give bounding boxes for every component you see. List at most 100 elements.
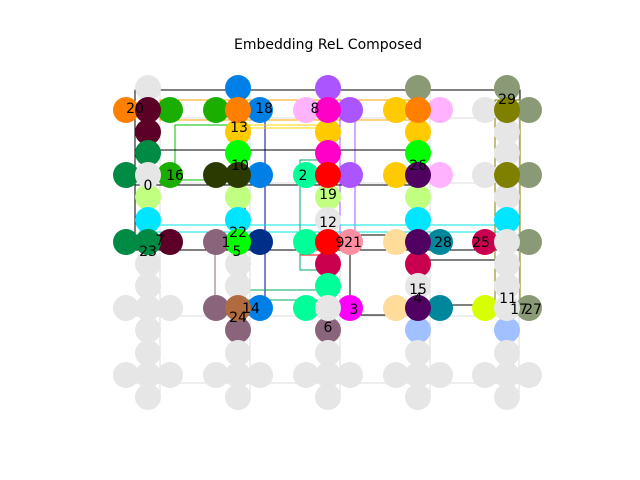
embedding-node (135, 251, 161, 277)
node-label: 29 (498, 92, 516, 108)
embedding-node (405, 140, 431, 166)
embedding-node (494, 295, 520, 321)
embedding-node (225, 75, 251, 101)
embedding-node (494, 384, 520, 410)
node-label: 17 (510, 302, 528, 318)
embedding-node (315, 251, 341, 277)
embedding-node (135, 384, 161, 410)
embedding-node (315, 207, 341, 233)
embedding-node (383, 295, 409, 321)
embedding-node (494, 362, 520, 388)
embedding-node (472, 362, 498, 388)
node-label: 9 (336, 235, 345, 251)
embedding-node (315, 340, 341, 366)
node-label: 23 (139, 244, 157, 260)
embedding-node (405, 97, 431, 123)
embedding-node (315, 384, 341, 410)
embedding-node (516, 162, 542, 188)
embedding-node (427, 229, 453, 255)
embedding-node (337, 162, 363, 188)
embedding-node (247, 229, 273, 255)
node-label: 1 (222, 235, 231, 251)
embedding-node (472, 229, 498, 255)
node-label: 13 (230, 120, 248, 136)
node-label: 6 (324, 320, 333, 336)
node-label: 2 (299, 168, 308, 184)
embedding-node (135, 317, 161, 343)
embedding-node (135, 75, 161, 101)
embedding-node (337, 295, 363, 321)
embedding-node (225, 317, 251, 343)
embedding-node (405, 362, 431, 388)
node-label: 19 (319, 187, 337, 203)
embedding-node (203, 162, 229, 188)
embedding-node (472, 295, 498, 321)
embedding-node (472, 162, 498, 188)
node-label: 4 (414, 291, 423, 307)
embedding-node (405, 340, 431, 366)
node-label: 11 (499, 291, 517, 307)
embedding-node (225, 340, 251, 366)
embedding-node (135, 362, 161, 388)
node-label: 10 (231, 158, 249, 174)
node-label: 8 (311, 101, 320, 117)
embedding-node (135, 273, 161, 299)
embedding-node (337, 229, 363, 255)
embedding-node (157, 97, 183, 123)
embedding-node (293, 229, 319, 255)
embedding-node (135, 207, 161, 233)
embedding-node (225, 140, 251, 166)
embedding-node (337, 97, 363, 123)
embedding-node (405, 207, 431, 233)
embedding-node (405, 384, 431, 410)
embedding-node (247, 97, 273, 123)
node-label: 0 (144, 178, 153, 194)
embedding-node (135, 184, 161, 210)
embedding-node (472, 97, 498, 123)
embedding-node (113, 295, 139, 321)
node-label: 14 (242, 301, 260, 317)
embedding-node (247, 362, 273, 388)
embedding-node (315, 362, 341, 388)
embedding-node (405, 75, 431, 101)
embedding-node (315, 140, 341, 166)
embedding-node (427, 162, 453, 188)
embedding-node (157, 162, 183, 188)
embedding-node (405, 317, 431, 343)
embedding-node (157, 362, 183, 388)
embedding-node (293, 362, 319, 388)
embedding-node (516, 295, 542, 321)
embedding-node (383, 362, 409, 388)
node-label: 25 (472, 235, 490, 251)
embedding-node (225, 207, 251, 233)
embedding-node (383, 229, 409, 255)
embedding-node (494, 340, 520, 366)
node-label: 5 (233, 244, 242, 260)
embedding-node (225, 162, 251, 188)
embedding-node (113, 162, 139, 188)
embedding-node (405, 162, 431, 188)
embedding-node (494, 251, 520, 277)
embedding-node (157, 229, 183, 255)
embedding-node (225, 184, 251, 210)
embedding-node (427, 97, 453, 123)
embedding-node (293, 162, 319, 188)
node-label: 7 (156, 233, 165, 249)
node-label: 18 (255, 101, 273, 117)
embedding-node (494, 184, 520, 210)
embedding-node (405, 251, 431, 277)
embedding-node (247, 162, 273, 188)
node-label: 20 (126, 101, 144, 117)
embedding-node (383, 97, 409, 123)
embedding-node (135, 119, 161, 145)
embedding-node (494, 229, 520, 255)
embedding-node (225, 384, 251, 410)
embedding-node (293, 97, 319, 123)
label-layer: 0123456789101112131415161718192021222324… (126, 92, 542, 336)
embedding-node (225, 229, 251, 255)
node-label: 12 (319, 215, 337, 231)
embedding-node (315, 184, 341, 210)
embedding-node (405, 119, 431, 145)
embedding-node (135, 140, 161, 166)
